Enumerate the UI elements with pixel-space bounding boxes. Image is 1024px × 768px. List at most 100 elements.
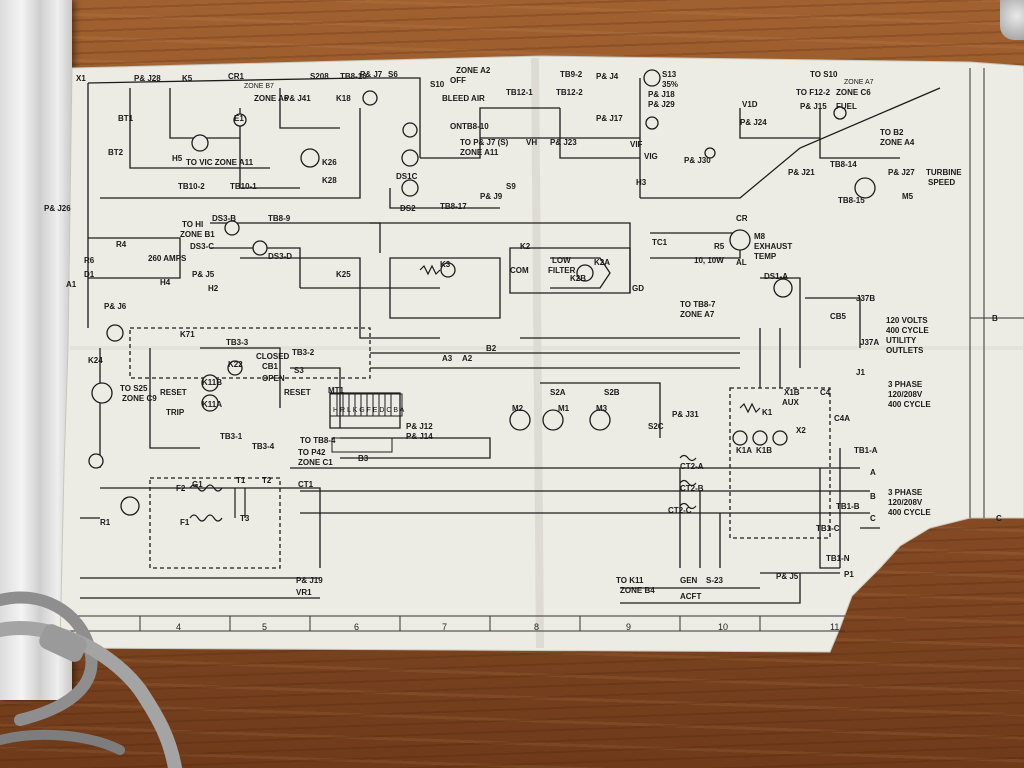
- label-m5: M5: [902, 192, 914, 201]
- schematic-drawing: [59, 55, 1024, 653]
- label-to-s25: TO S25: [120, 384, 148, 393]
- label-r1: R1: [100, 518, 111, 527]
- column-number-7: 7: [442, 622, 448, 632]
- label-zone-a7: ZONE A7: [844, 79, 874, 86]
- label-x2: X2: [796, 426, 806, 435]
- label-j37b: J37B: [856, 294, 876, 303]
- label-k18: K18: [336, 94, 351, 103]
- label-d1: D1: [84, 270, 95, 279]
- label-s9: S9: [506, 182, 516, 191]
- column-number-11: 11: [830, 622, 840, 632]
- label-pj4: P& J4: [596, 72, 619, 81]
- label-to-pj7: TO P& J7 (S): [460, 138, 509, 147]
- label-tb1b: TB1-B: [836, 502, 860, 511]
- label-k1b: K1B: [756, 446, 773, 455]
- label-x1: X1: [76, 74, 86, 83]
- label-speed: SPEED: [928, 178, 956, 187]
- label-pj31: P& J31: [672, 410, 699, 419]
- label-pj7: P& J7: [360, 70, 383, 79]
- label-to-tb8-4: TO TB8-4: [300, 436, 336, 445]
- label-pj21: P& J21: [788, 168, 815, 177]
- column-number-4: 4: [176, 622, 182, 632]
- label-pj24: P& J24: [740, 118, 767, 127]
- label-to-hi: TO HI: [182, 220, 204, 229]
- label-ds1c: DS1C: [396, 172, 418, 181]
- column-number-6: 6: [354, 622, 360, 632]
- label-zone-b7: ZONE B7: [244, 83, 274, 90]
- label-low: LOW: [552, 256, 571, 265]
- label-tb12-1: TB12-1: [506, 88, 533, 97]
- label-s2a: S2A: [550, 388, 566, 397]
- label-ct2c: CT2-C: [668, 506, 692, 515]
- label-exhaust: EXHAUST: [754, 242, 793, 251]
- label-to-tb8-7: TO TB8-7: [680, 300, 716, 309]
- label-pj30: P& J30: [684, 156, 711, 165]
- label-ds3-d: DS3-D: [268, 252, 293, 261]
- label-gd: GD: [632, 284, 644, 293]
- label-cb1: CB1: [262, 362, 279, 371]
- label-tc1: TC1: [652, 238, 668, 247]
- label-j1: J1: [856, 368, 865, 377]
- label-temp: TEMP: [754, 252, 777, 261]
- label-reset: RESET: [160, 388, 187, 397]
- label-m8: M8: [754, 232, 766, 241]
- label-tb1n: TB1-N: [826, 554, 850, 563]
- label-r6: R6: [84, 256, 95, 265]
- label-r5: R5: [714, 242, 725, 251]
- label-s208: S208: [310, 72, 329, 81]
- label-zone-b4: ZONE B4: [620, 586, 655, 595]
- label-to-k11: TO K11: [616, 576, 644, 585]
- label-pj23: P& J23: [550, 138, 577, 147]
- label-to-s10: TO S10: [810, 70, 838, 79]
- label-s23: S-23: [706, 576, 723, 585]
- right-edge-letter-c: C: [996, 514, 1002, 523]
- label-gen: GEN: [680, 576, 698, 585]
- label-c4a: C4A: [834, 414, 851, 423]
- label-pj18: P& J18: [648, 90, 675, 99]
- label-pj15: P& J15: [800, 102, 827, 111]
- label-mt1: MT1: [328, 386, 344, 395]
- label-tb8-16: TB8-16: [340, 72, 367, 81]
- label-k28: K28: [322, 176, 337, 185]
- label-h2: H2: [208, 284, 219, 293]
- label-tb3-2: TB3-2: [292, 348, 315, 357]
- label-ds3-c: DS3-C: [190, 242, 215, 251]
- label-bt1: BT1: [118, 114, 134, 123]
- right-edge-letter-b: B: [992, 314, 998, 323]
- label-h4: H4: [160, 278, 171, 287]
- label-tb3-4: TB3-4: [252, 442, 275, 451]
- label-zone-a7b: ZONE A7: [680, 310, 715, 319]
- label-k11b: K11B: [202, 378, 223, 387]
- label-m3: M3: [596, 404, 608, 413]
- label-tb8-17: TB8-17: [440, 202, 467, 211]
- label-t2: T2: [262, 476, 272, 485]
- label-trip: TRIP: [166, 408, 185, 417]
- label-tb8-10: TB8-10: [462, 122, 489, 131]
- label-s3: S3: [294, 366, 304, 375]
- label-phase1-3: 400 CYCLE: [888, 400, 931, 409]
- label-utility-3: UTILITY: [886, 336, 917, 345]
- label-ct2b: CT2-B: [680, 484, 704, 493]
- label-pj27: P& J27: [888, 168, 915, 177]
- label-to-p42: TO P42: [298, 448, 326, 457]
- label-vh: VH: [526, 138, 538, 147]
- label-a1: A1: [66, 280, 77, 289]
- label-p1: P1: [844, 570, 854, 579]
- corner-object: [1000, 0, 1024, 40]
- label-k22: K22: [228, 360, 243, 369]
- label-al: AL: [736, 258, 747, 267]
- label-pj19: P& J19: [296, 576, 323, 585]
- label-a2: A2: [462, 354, 473, 363]
- label-fuel: FUEL: [836, 102, 857, 111]
- label-bt2: BT2: [108, 148, 124, 157]
- label-zone-a4: ZONE A4: [880, 138, 915, 147]
- label-tb3-3: TB3-3: [226, 338, 249, 347]
- label-zone-c6: ZONE C6: [836, 88, 871, 97]
- label-j37a: J37A: [860, 338, 880, 347]
- label-k1a: K1A: [736, 446, 753, 455]
- label-phase2-2: 120/208V: [888, 498, 923, 507]
- label-h3: H3: [636, 178, 647, 187]
- label-k3: K3: [440, 260, 451, 269]
- label-k1: K1: [762, 408, 773, 417]
- label-k24: K24: [88, 356, 103, 365]
